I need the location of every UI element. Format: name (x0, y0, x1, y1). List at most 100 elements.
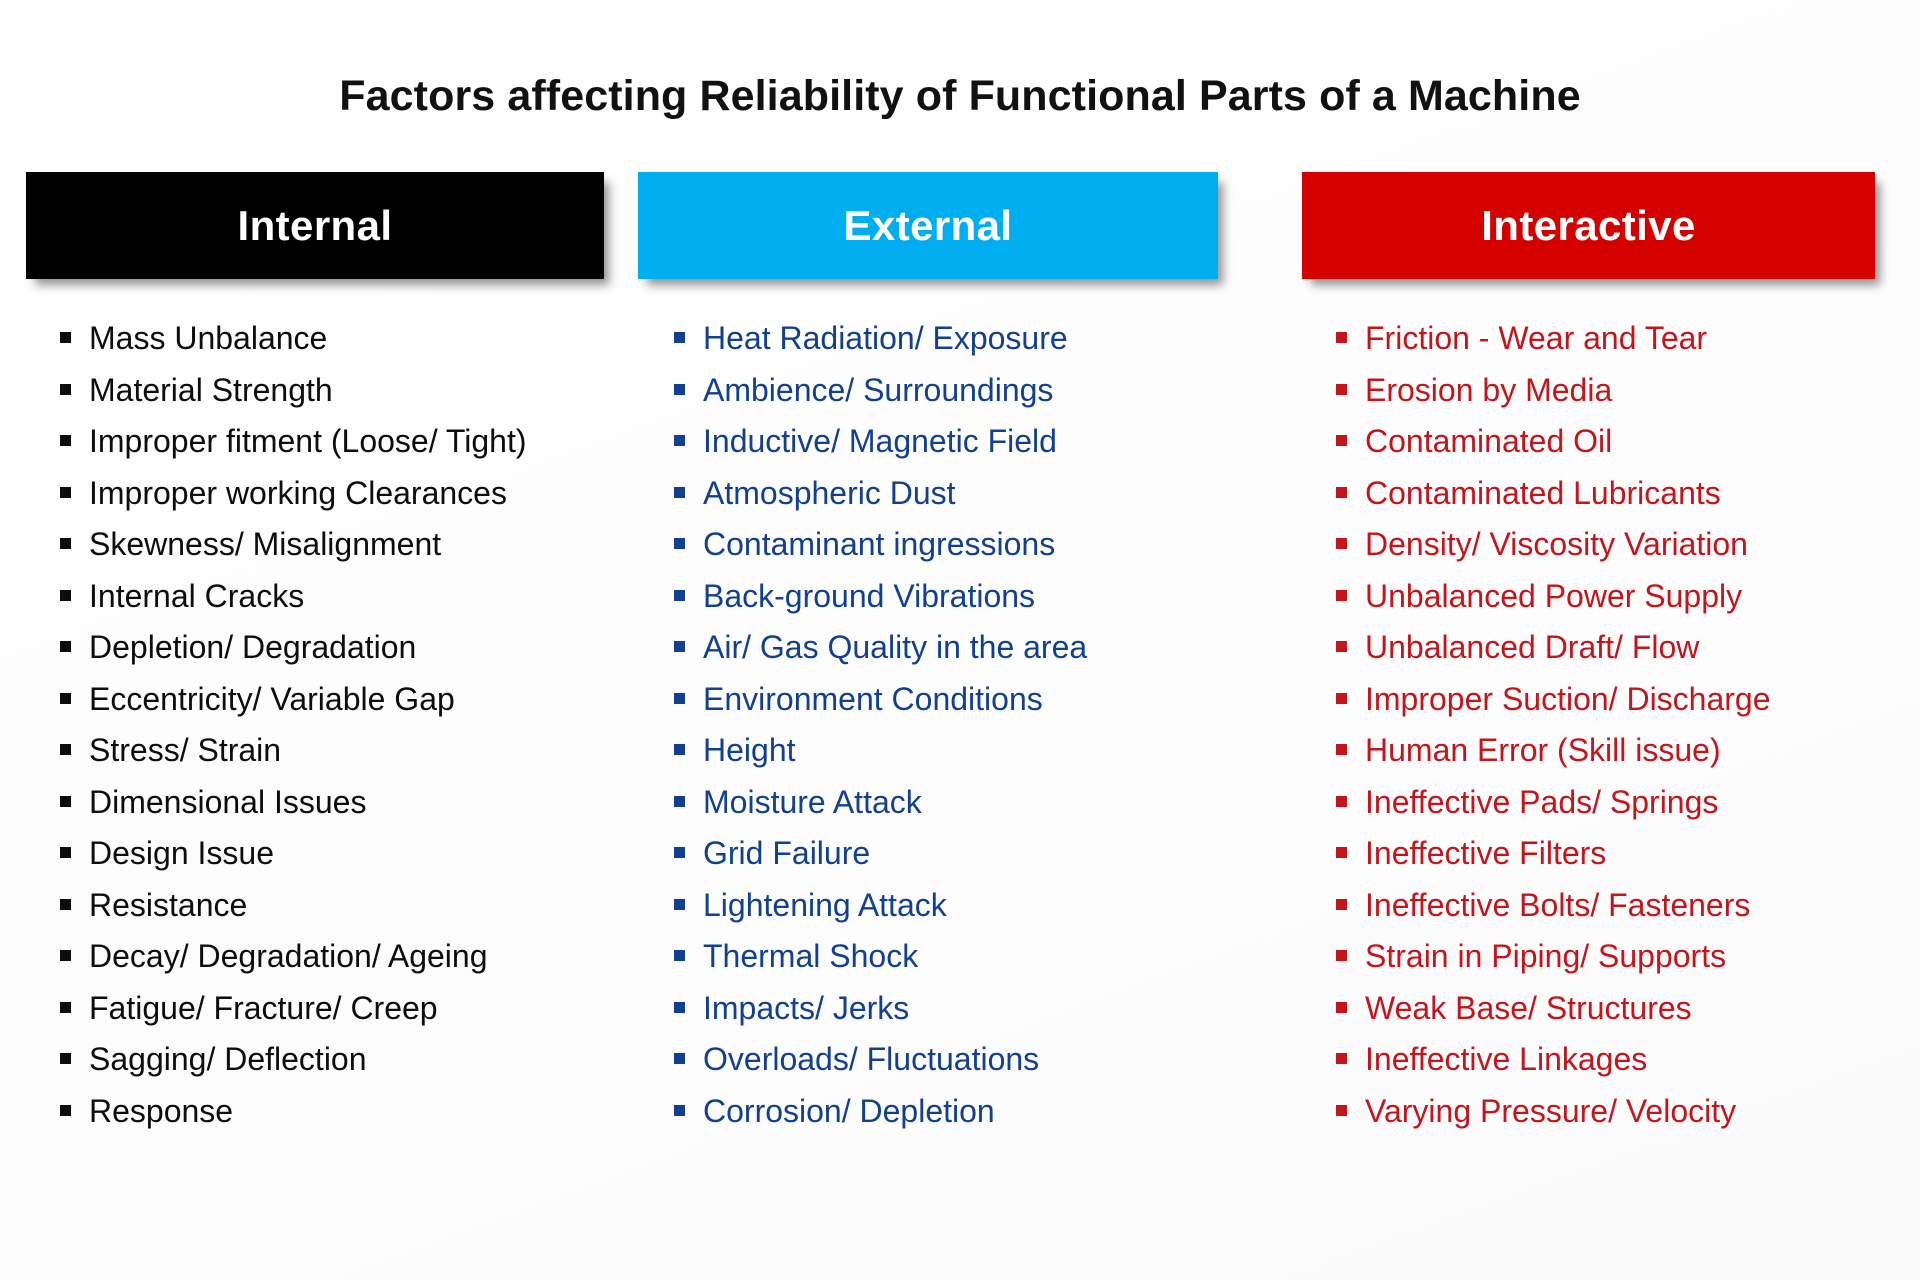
list-item-label: Ambience/ Surroundings (703, 371, 1054, 408)
square-bullet-icon (60, 641, 71, 652)
list-item-label: Ineffective Filters (1365, 835, 1607, 871)
list-item[interactable]: Improper working Clearances (60, 468, 586, 520)
list-item[interactable]: Unbalanced Draft/ Flow (1336, 622, 1898, 674)
list-item[interactable]: Depletion/ Degradation (60, 622, 586, 674)
square-bullet-icon (60, 898, 71, 910)
square-bullet-icon (674, 898, 685, 910)
list-item[interactable]: Material Strength (60, 365, 586, 417)
list-item[interactable]: Environment Conditions (674, 674, 1248, 726)
list-item-label: Impacts/ Jerks (703, 989, 910, 1026)
list-item[interactable]: Unbalanced Power Supply (1336, 571, 1898, 623)
square-bullet-icon (60, 847, 71, 858)
list-item-label: Height (703, 732, 796, 768)
square-bullet-icon (674, 383, 685, 395)
list-item-label: Human Error (Skill issue) (1365, 732, 1721, 768)
list-item[interactable]: Density/ Viscosity Variation (1336, 519, 1898, 571)
list-item-label: Material Strength (89, 371, 333, 408)
list-item[interactable]: Grid Failure (674, 828, 1248, 880)
square-bullet-icon (60, 744, 71, 755)
square-bullet-icon (1336, 589, 1347, 601)
list-item[interactable]: Skewness/ Misalignment (60, 519, 586, 571)
list-item-label: Moisture Attack (703, 783, 922, 820)
list-item[interactable]: Corrosion/ Depletion (674, 1086, 1248, 1138)
column-header-internal[interactable]: Internal (26, 172, 604, 279)
list-item[interactable]: Back-ground Vibrations (674, 571, 1248, 623)
list-item-label: Stress/ Strain (89, 732, 282, 768)
list-item[interactable]: Ineffective Filters (1336, 828, 1898, 880)
list-item[interactable]: Decay/ Degradation/ Ageing (60, 931, 586, 983)
square-bullet-icon (674, 538, 685, 549)
list-item[interactable]: Impacts/ Jerks (674, 983, 1248, 1035)
list-item[interactable]: Thermal Shock (674, 931, 1248, 983)
square-bullet-icon (60, 1001, 71, 1013)
page-title: Factors affecting Reliability of Functio… (339, 72, 1581, 120)
list-item[interactable]: Human Error (Skill issue) (1336, 725, 1898, 777)
square-bullet-icon (60, 692, 71, 704)
list-item-label: Corrosion/ Depletion (703, 1092, 995, 1129)
list-item-label: Ineffective Linkages (1365, 1041, 1648, 1077)
list-item[interactable]: Sagging/ Deflection (60, 1034, 586, 1086)
list-item-label: Grid Failure (703, 835, 871, 871)
list-item-label: Inductive/ Magnetic Field (703, 423, 1057, 459)
square-bullet-icon (674, 847, 685, 858)
square-bullet-icon (1336, 486, 1347, 498)
square-bullet-icon (1336, 795, 1347, 807)
list-item[interactable]: Mass Unbalance (60, 313, 586, 365)
square-bullet-icon (60, 950, 71, 961)
square-bullet-icon (1336, 435, 1347, 446)
list-item[interactable]: Ineffective Linkages (1336, 1034, 1898, 1086)
list-item-label: Improper Suction/ Discharge (1365, 680, 1771, 717)
list-item[interactable]: Design Issue (60, 828, 586, 880)
square-bullet-icon (674, 744, 685, 755)
list-item[interactable]: Weak Base/ Structures (1336, 983, 1898, 1035)
column-header-external[interactable]: External (638, 172, 1218, 279)
list-item-label: Resistance (89, 886, 248, 923)
list-item[interactable]: Fatigue/ Fracture/ Creep (60, 983, 586, 1035)
square-bullet-icon (674, 589, 685, 601)
list-item[interactable]: Ambience/ Surroundings (674, 365, 1248, 417)
list-item[interactable]: Erosion by Media (1336, 365, 1898, 417)
list-item[interactable]: Contaminated Lubricants (1336, 468, 1898, 520)
square-bullet-icon (674, 435, 685, 446)
list-item[interactable]: Overloads/ Fluctuations (674, 1034, 1248, 1086)
square-bullet-icon (674, 486, 685, 498)
list-item[interactable]: Ineffective Pads/ Springs (1336, 777, 1898, 829)
square-bullet-icon (1336, 332, 1347, 343)
square-bullet-icon (60, 795, 71, 807)
column-header-interactive[interactable]: Interactive (1302, 172, 1875, 279)
column-header-label-interactive: Interactive (1481, 201, 1696, 249)
list-item[interactable]: Moisture Attack (674, 777, 1248, 829)
list-item-label: Unbalanced Draft/ Flow (1365, 629, 1700, 665)
list-item[interactable]: Height (674, 725, 1248, 777)
list-item-label: Skewness/ Misalignment (89, 526, 442, 562)
list-item[interactable]: Inductive/ Magnetic Field (674, 416, 1248, 468)
list-item[interactable]: Contaminated Oil (1336, 416, 1898, 468)
list-item[interactable]: Improper fitment (Loose/ Tight) (60, 416, 586, 468)
square-bullet-icon (60, 589, 71, 601)
list-item[interactable]: Stress/ Strain (60, 725, 586, 777)
list-item[interactable]: Dimensional Issues (60, 777, 586, 829)
list-item[interactable]: Internal Cracks (60, 571, 586, 623)
list-item-label: Dimensional Issues (89, 783, 367, 820)
square-bullet-icon (60, 383, 71, 395)
square-bullet-icon (1336, 744, 1347, 755)
list-item[interactable]: Eccentricity/ Variable Gap (60, 674, 586, 726)
list-item[interactable]: Heat Radiation/ Exposure (674, 313, 1248, 365)
square-bullet-icon (1336, 538, 1347, 549)
list-item[interactable]: Varying Pressure/ Velocity (1336, 1086, 1898, 1138)
list-item[interactable]: Response (60, 1086, 586, 1138)
list-item[interactable]: Improper Suction/ Discharge (1336, 674, 1898, 726)
list-item-label: Ineffective Pads/ Springs (1365, 783, 1719, 820)
list-item-label: Varying Pressure/ Velocity (1365, 1092, 1737, 1129)
list-item[interactable]: Atmospheric Dust (674, 468, 1248, 520)
list-item[interactable]: Strain in Piping/ Supports (1336, 931, 1898, 983)
list-item[interactable]: Resistance (60, 880, 586, 932)
list-item[interactable]: Ineffective Bolts/ Fasteners (1336, 880, 1898, 932)
list-item[interactable]: Contaminant ingressions (674, 519, 1248, 571)
square-bullet-icon (60, 435, 71, 446)
list-item[interactable]: Lightening Attack (674, 880, 1248, 932)
list-item[interactable]: Friction - Wear and Tear (1336, 313, 1898, 365)
list-item[interactable]: Air/ Gas Quality in the area (674, 622, 1248, 674)
